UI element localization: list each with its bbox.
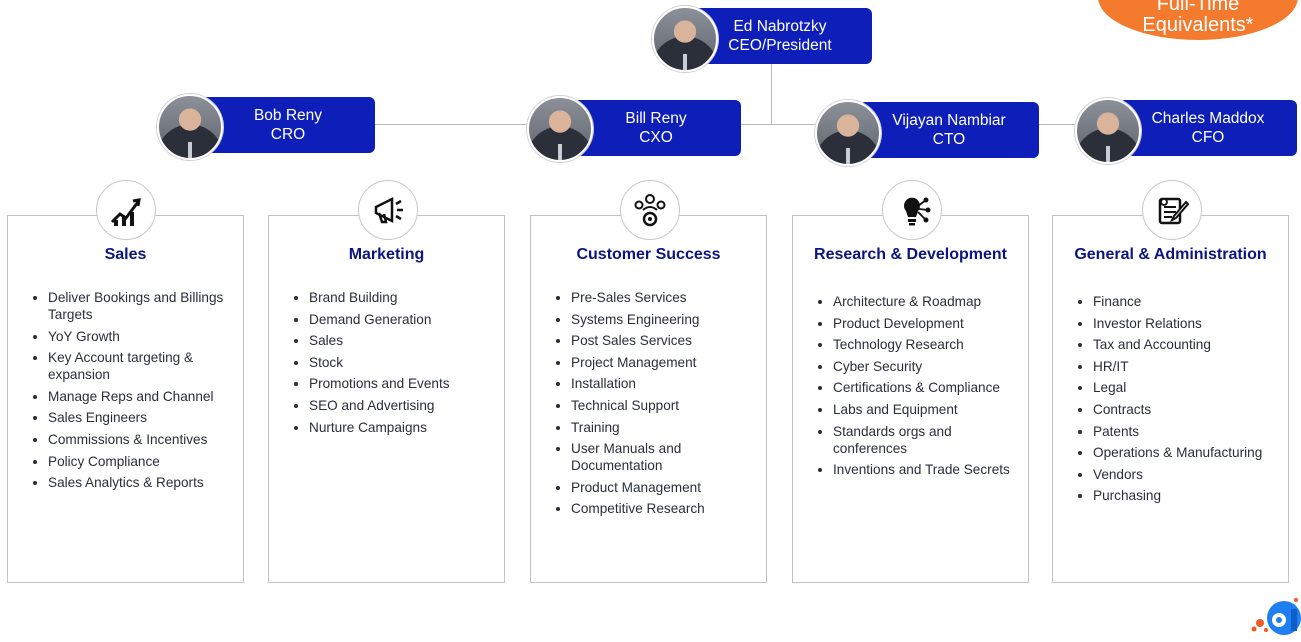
list-item: Technology Research bbox=[833, 336, 1022, 353]
exec-title: CTO bbox=[932, 131, 966, 148]
list-item: Competitive Research bbox=[571, 500, 760, 517]
dept-card-marketing: Marketing Brand Building Demand Generati… bbox=[268, 215, 505, 583]
list-item: Vendors bbox=[1093, 466, 1282, 483]
connector-ceo-vertical bbox=[771, 62, 772, 124]
list-item: Certifications & Compliance bbox=[833, 379, 1022, 396]
list-item: Labs and Equipment bbox=[833, 401, 1022, 418]
list-item: Investor Relations bbox=[1093, 315, 1282, 332]
exec-badge-cxo[interactable]: Bill Reny CXO bbox=[527, 96, 741, 162]
list-item: Stock bbox=[309, 354, 498, 371]
exec-name: Bill Reny bbox=[625, 110, 687, 127]
dept-title: Marketing bbox=[348, 246, 425, 263]
dept-title: Customer Success bbox=[576, 246, 721, 263]
list-item: Tax and Accounting bbox=[1093, 336, 1282, 353]
exec-badge-cro[interactable]: Bob Reny CRO bbox=[157, 94, 375, 160]
list-item: Key Account targeting & expansion bbox=[48, 349, 237, 383]
list-item: Sales bbox=[309, 332, 498, 349]
exec-title: CFO bbox=[1191, 129, 1225, 146]
exec-name: Charles Maddox bbox=[1151, 110, 1265, 127]
team-gear-icon bbox=[620, 180, 680, 240]
list-item: Finance bbox=[1093, 293, 1282, 310]
dept-card-sales: Sales Deliver Bookings and Billings Targ… bbox=[7, 215, 244, 583]
dept-list: Pre-Sales Services Systems Engineering P… bbox=[549, 289, 760, 522]
dept-list: Brand Building Demand Generation Sales S… bbox=[287, 289, 498, 440]
list-item: Post Sales Services bbox=[571, 332, 760, 349]
exec-avatar bbox=[527, 96, 593, 162]
list-item: Technical Support bbox=[571, 397, 760, 414]
dept-list: Finance Investor Relations Tax and Accou… bbox=[1071, 293, 1282, 509]
company-logo-icon bbox=[1250, 594, 1301, 637]
list-item: Promotions and Events bbox=[309, 375, 498, 392]
list-item: Legal bbox=[1093, 379, 1282, 396]
list-item: Pre-Sales Services bbox=[571, 289, 760, 306]
ceo-title: CEO/President bbox=[728, 37, 832, 54]
list-item: Policy Compliance bbox=[48, 453, 237, 470]
list-item: YoY Growth bbox=[48, 328, 237, 345]
list-item: Operations & Manufacturing bbox=[1093, 444, 1282, 461]
exec-avatar bbox=[815, 100, 881, 166]
list-item: Patents bbox=[1093, 423, 1282, 440]
dept-card-research-development: Research & Development Architecture & Ro… bbox=[792, 215, 1029, 583]
list-item: Manage Reps and Channel bbox=[48, 388, 237, 405]
ceo-name: Ed Nabrotzky bbox=[733, 18, 827, 35]
list-item: Installation bbox=[571, 375, 760, 392]
dept-title: Research & Development bbox=[814, 246, 1007, 263]
megaphone-icon bbox=[358, 180, 418, 240]
fte-badge: Full-Time Equivalents* bbox=[1098, 0, 1298, 40]
exec-pill: Bob Reny CRO bbox=[201, 97, 375, 153]
list-item: Product Management bbox=[571, 479, 760, 496]
list-item: Contracts bbox=[1093, 401, 1282, 418]
exec-title: CRO bbox=[270, 126, 306, 143]
document-pen-icon bbox=[1142, 180, 1202, 240]
list-item: Standards orgs and conferences bbox=[833, 423, 1022, 457]
list-item: Sales Engineers bbox=[48, 409, 237, 426]
list-item: User Manuals and Documentation bbox=[571, 440, 760, 474]
exec-avatar bbox=[1075, 98, 1141, 164]
exec-badge-cfo[interactable]: Charles Maddox CFO bbox=[1075, 98, 1297, 164]
list-item: Purchasing bbox=[1093, 487, 1282, 504]
dept-list: Architecture & Roadmap Product Developme… bbox=[811, 293, 1022, 483]
dept-list: Deliver Bookings and Billings Targets Yo… bbox=[26, 289, 237, 496]
exec-name: Vijayan Nambiar bbox=[892, 112, 1006, 129]
list-item: Brand Building bbox=[309, 289, 498, 306]
list-item: Deliver Bookings and Billings Targets bbox=[48, 289, 237, 323]
dept-title: General & Administration bbox=[1074, 246, 1267, 263]
growth-chart-hand-icon bbox=[96, 180, 156, 240]
exec-name: Bob Reny bbox=[253, 107, 323, 124]
list-item: Systems Engineering bbox=[571, 311, 760, 328]
lightbulb-network-icon bbox=[882, 180, 942, 240]
dept-title: Sales bbox=[104, 246, 147, 263]
ceo-pill: Ed Nabrotzky CEO/President bbox=[688, 8, 872, 64]
dept-card-customer-success: Customer Success Pre-Sales Services Syst… bbox=[530, 215, 767, 583]
list-item: Project Management bbox=[571, 354, 760, 371]
ceo-badge[interactable]: Ed Nabrotzky CEO/President bbox=[652, 6, 872, 72]
dept-card-general-administration: General & Administration Finance Investo… bbox=[1052, 215, 1289, 583]
list-item: HR/IT bbox=[1093, 358, 1282, 375]
exec-pill: Vijayan Nambiar CTO bbox=[859, 102, 1039, 158]
exec-pill: Charles Maddox CFO bbox=[1119, 100, 1297, 156]
exec-badge-cto[interactable]: Vijayan Nambiar CTO bbox=[815, 100, 1039, 166]
list-item: Training bbox=[571, 419, 760, 436]
ceo-avatar bbox=[652, 6, 718, 72]
fte-badge-line1: Full-Time bbox=[1156, 0, 1240, 15]
exec-title: CXO bbox=[639, 129, 673, 146]
list-item: SEO and Advertising bbox=[309, 397, 498, 414]
list-item: Sales Analytics & Reports bbox=[48, 474, 237, 491]
list-item: Cyber Security bbox=[833, 358, 1022, 375]
list-item: Demand Generation bbox=[309, 311, 498, 328]
list-item: Product Development bbox=[833, 315, 1022, 332]
exec-avatar bbox=[157, 94, 223, 160]
list-item: Commissions & Incentives bbox=[48, 431, 237, 448]
fte-badge-line2: Equivalents* bbox=[1142, 14, 1254, 36]
list-item: Inventions and Trade Secrets bbox=[833, 461, 1022, 478]
list-item: Nurture Campaigns bbox=[309, 419, 498, 436]
exec-pill: Bill Reny CXO bbox=[571, 100, 741, 156]
list-item: Architecture & Roadmap bbox=[833, 293, 1022, 310]
